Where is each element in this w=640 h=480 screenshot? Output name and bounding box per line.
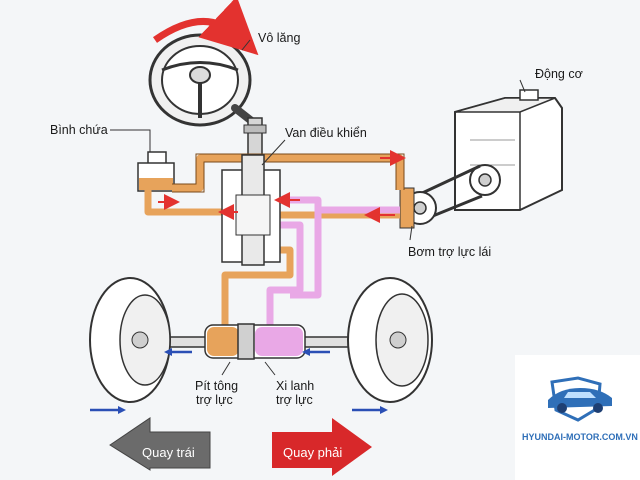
direction-arrows-blue [90,348,388,414]
label-piston-line1: Pít tông [195,379,238,393]
rotation-arrow-icon [152,0,259,56]
label-reservoir: Bình chứa [50,123,108,137]
flow-arrows-red [158,150,406,223]
label-piston-line2: trợ lực [196,393,233,407]
label-cylinder-line2: trợ lực [276,393,313,407]
turn-right-button[interactable]: Quay phải [272,418,372,476]
left-wheel-icon [89,277,171,403]
turn-right-label: Quay phải [283,445,342,460]
engine-icon [454,89,563,211]
label-cylinder-line1: Xi lanh [276,379,314,393]
return-oil-outline [172,153,405,193]
car-logo-icon [548,376,612,422]
label-control-valve: Van điều khiển [285,126,367,140]
label-pump: Bơm trợ lực lái [408,245,491,259]
reservoir-icon [137,151,175,192]
control-valve-icon [221,154,281,266]
label-steering-wheel: Vô lăng [258,31,300,45]
right-wheel-icon [347,277,433,403]
power-cylinder-icon [204,323,306,360]
label-engine: Động cơ [535,67,583,81]
logo-text: HYUNDAI-MOTOR.COM.VN [522,432,638,442]
steering-column [231,104,267,159]
steering-wheel-icon [148,33,252,127]
pump-icon [399,164,483,229]
logo-panel: HYUNDAI-MOTOR.COM.VN [515,355,640,480]
turn-left-button[interactable]: Quay trái [109,417,211,471]
turn-left-label: Quay trái [142,445,195,460]
leader-lines [110,39,526,376]
